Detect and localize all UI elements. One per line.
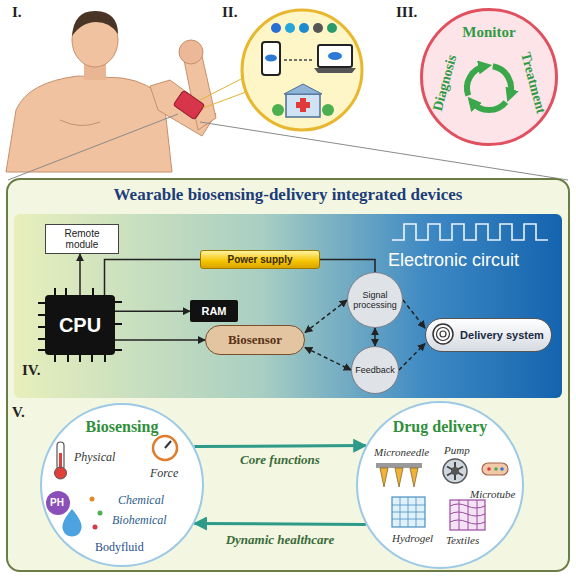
node-text: Remote module xyxy=(51,228,113,250)
connector xyxy=(403,300,425,328)
cycle-circle: MonitorDiagnosis Treatment xyxy=(420,8,558,146)
node-text: Monitor xyxy=(462,23,515,41)
label-anchor: Bodyfluid xyxy=(95,540,144,555)
node-text: Biosensor xyxy=(228,332,282,348)
process-circle: Signal processing xyxy=(347,272,403,328)
ph-label: PH xyxy=(50,497,64,508)
label-anchor: Dynamic healthcare xyxy=(226,532,335,548)
delivery-capsule: Delivery system xyxy=(425,318,552,352)
node-text: Delivery system xyxy=(460,329,544,341)
method-label: Microtube xyxy=(470,488,515,500)
category-label: Bodyfluid xyxy=(95,540,144,555)
function-circle: Drug delivery xyxy=(356,401,524,569)
person-illustration xyxy=(6,11,216,172)
category-label: Biohemical xyxy=(112,513,167,528)
label-anchor: II. xyxy=(222,4,237,21)
node-text: RAM xyxy=(201,305,226,317)
label-anchor: IV. xyxy=(22,362,41,379)
panel-ground xyxy=(6,178,570,572)
node-text: Feedback xyxy=(355,365,395,375)
category-label: Chemical xyxy=(118,493,164,508)
label-anchor: Physical xyxy=(74,450,115,465)
connector xyxy=(374,328,376,346)
label-anchor: V. xyxy=(12,404,25,421)
connector xyxy=(105,260,201,296)
circuit-band-ground xyxy=(14,214,562,398)
label-anchor: Microtube xyxy=(470,488,515,500)
method-label: Pump xyxy=(444,444,470,456)
node-text: Wearable biosensing-delivery integrated … xyxy=(8,185,568,205)
node-text: Drug delivery xyxy=(358,418,522,436)
process-circle: Feedback xyxy=(351,346,399,394)
cpu-pins xyxy=(38,288,122,362)
panel-numeral: III. xyxy=(396,4,417,21)
spiral-icon xyxy=(431,322,455,346)
label-anchor: Biohemical xyxy=(112,513,167,528)
connectivity-circle xyxy=(242,10,362,130)
panel-numeral: I. xyxy=(12,4,22,21)
method-label: Microneedle xyxy=(374,446,429,458)
label-anchor: I. xyxy=(12,4,22,21)
node-text: Biosensing xyxy=(42,418,202,436)
node-text: CPU xyxy=(59,314,101,337)
circuit-band: Electronic circuit Remote modulePower sup… xyxy=(14,214,562,398)
label-anchor: Chemical xyxy=(118,493,164,508)
node-text: Power supply xyxy=(227,254,292,265)
battery-box: Power supply xyxy=(200,250,320,269)
label-anchor: Hydrogel xyxy=(392,532,433,544)
node-text: Signal processing xyxy=(350,290,400,310)
label-anchor: Core functions xyxy=(240,452,320,468)
connector xyxy=(399,344,425,371)
method-label: Textiles xyxy=(446,534,479,546)
connector xyxy=(320,260,375,273)
cpu-chip: CPU xyxy=(45,295,115,355)
sensor-box: Biosensor xyxy=(205,325,305,355)
connector xyxy=(115,339,205,341)
method-label: Hydrogel xyxy=(392,532,433,544)
node-text: Treatment xyxy=(516,51,550,116)
connector xyxy=(305,300,347,333)
category-label: Force xyxy=(150,466,178,481)
panel-numeral: V. xyxy=(12,404,25,421)
connector xyxy=(194,522,365,526)
label-anchor: Microneedle xyxy=(374,446,429,458)
memory-box: RAM xyxy=(190,300,238,322)
label-anchor: PH xyxy=(50,497,64,508)
panel-numeral: II. xyxy=(222,4,237,21)
label-anchor: Pump xyxy=(444,444,470,456)
device-panel: Wearable biosensing-delivery integrated … xyxy=(6,178,570,572)
connector xyxy=(115,310,190,312)
signal-wave xyxy=(392,224,548,240)
connector xyxy=(79,254,81,295)
flow-label: Dynamic healthcare xyxy=(226,532,335,548)
connector xyxy=(305,348,351,371)
label-anchor: III. xyxy=(396,4,417,21)
connector xyxy=(194,444,365,448)
label-anchor: Textiles xyxy=(446,534,479,546)
label-anchor: Force xyxy=(150,466,178,481)
process-box: Remote module xyxy=(45,224,119,254)
flow-label: Core functions xyxy=(240,452,320,468)
panel-numeral: IV. xyxy=(22,362,41,379)
category-label: Physical xyxy=(74,450,115,465)
node-text: Electronic circuit xyxy=(388,250,519,271)
node-text: Diagnosis xyxy=(429,53,461,113)
